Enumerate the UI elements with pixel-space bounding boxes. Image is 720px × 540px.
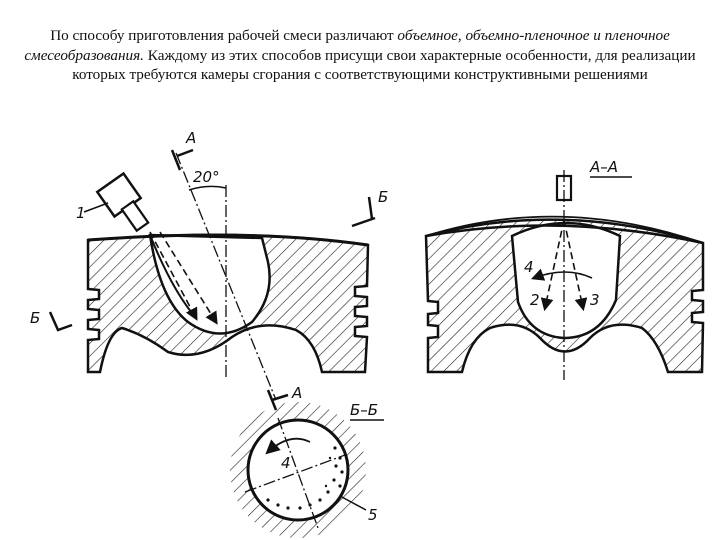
section-line-a <box>175 152 277 401</box>
section-mark-b-right <box>351 196 376 228</box>
label-film-5: 5 <box>368 506 378 524</box>
label-swirl-4: 4 <box>281 454 291 472</box>
label-b-right: Б <box>378 188 388 206</box>
fuel-film-dots <box>266 446 344 510</box>
bowl-cross-section <box>230 402 366 538</box>
label-3: 3 <box>590 291 600 309</box>
label-4: 4 <box>524 258 534 276</box>
section-mark-b-left <box>48 311 73 332</box>
caption-part-2: Каждому из этих способов присущи свои ха… <box>72 46 696 84</box>
spray-arrow <box>159 231 218 325</box>
label-a-bottom: А <box>291 384 302 402</box>
caption-text: По способу приготовления рабочей смеси р… <box>0 26 720 85</box>
title-a-a: А–А <box>589 158 618 176</box>
leader-line-5 <box>339 495 367 511</box>
angle-label: 20° <box>193 168 220 186</box>
injector-icon <box>95 171 150 233</box>
spray-arrow <box>149 231 198 321</box>
label-2: 2 <box>530 291 540 309</box>
caption-italic-terms: объемное, объемно-пленочное и пленочное … <box>24 27 670 64</box>
spray-arrow-3 <box>563 219 588 312</box>
section-mark-a-top <box>170 148 194 171</box>
label-b-left: Б <box>30 309 40 327</box>
left-piston-section <box>86 233 370 374</box>
title-b-b: Б–Б <box>350 401 378 419</box>
spray-arrow-2 <box>540 219 565 312</box>
swirl-arrow <box>265 437 311 455</box>
label-injector: 1 <box>76 204 86 222</box>
label-a-top: А <box>185 129 196 147</box>
caption-part-1: По способу приготовления рабочей смеси р… <box>50 27 398 44</box>
angle-arc <box>188 185 227 191</box>
swirl-arrow-4 <box>531 268 593 281</box>
leader-line-1 <box>83 202 109 213</box>
